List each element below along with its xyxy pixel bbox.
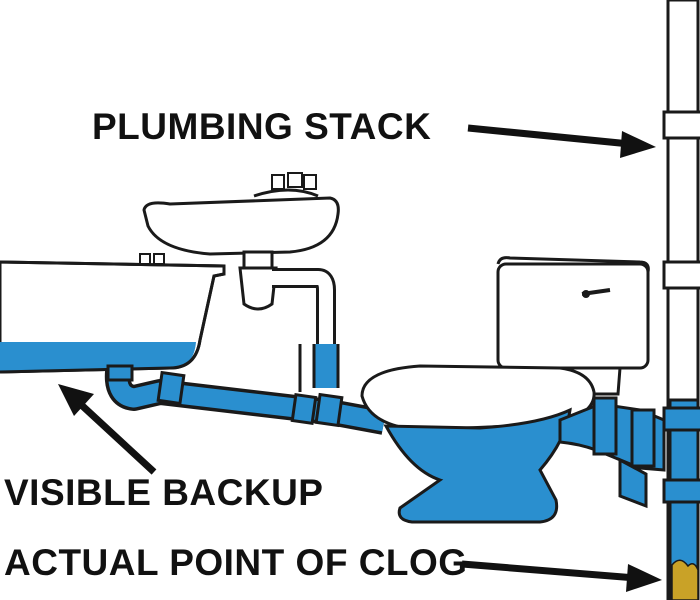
arrow-plumbing-stack xyxy=(467,124,656,158)
clog xyxy=(671,559,699,600)
arrow-visible-backup xyxy=(58,384,157,475)
actual-point-of-clog-label: ACTUAL POINT OF CLOG xyxy=(4,542,468,583)
plumbing-stack xyxy=(662,0,700,600)
plumbing-stack-label: PLUMBING STACK xyxy=(92,106,432,147)
bathtub xyxy=(0,253,226,374)
drain-pipe xyxy=(104,364,387,435)
sink-drain-pipe xyxy=(272,268,340,392)
toilet xyxy=(360,256,666,524)
arrow-clog xyxy=(461,560,662,592)
sink xyxy=(142,172,340,311)
visible-backup-label: VISIBLE BACKUP xyxy=(4,472,324,513)
